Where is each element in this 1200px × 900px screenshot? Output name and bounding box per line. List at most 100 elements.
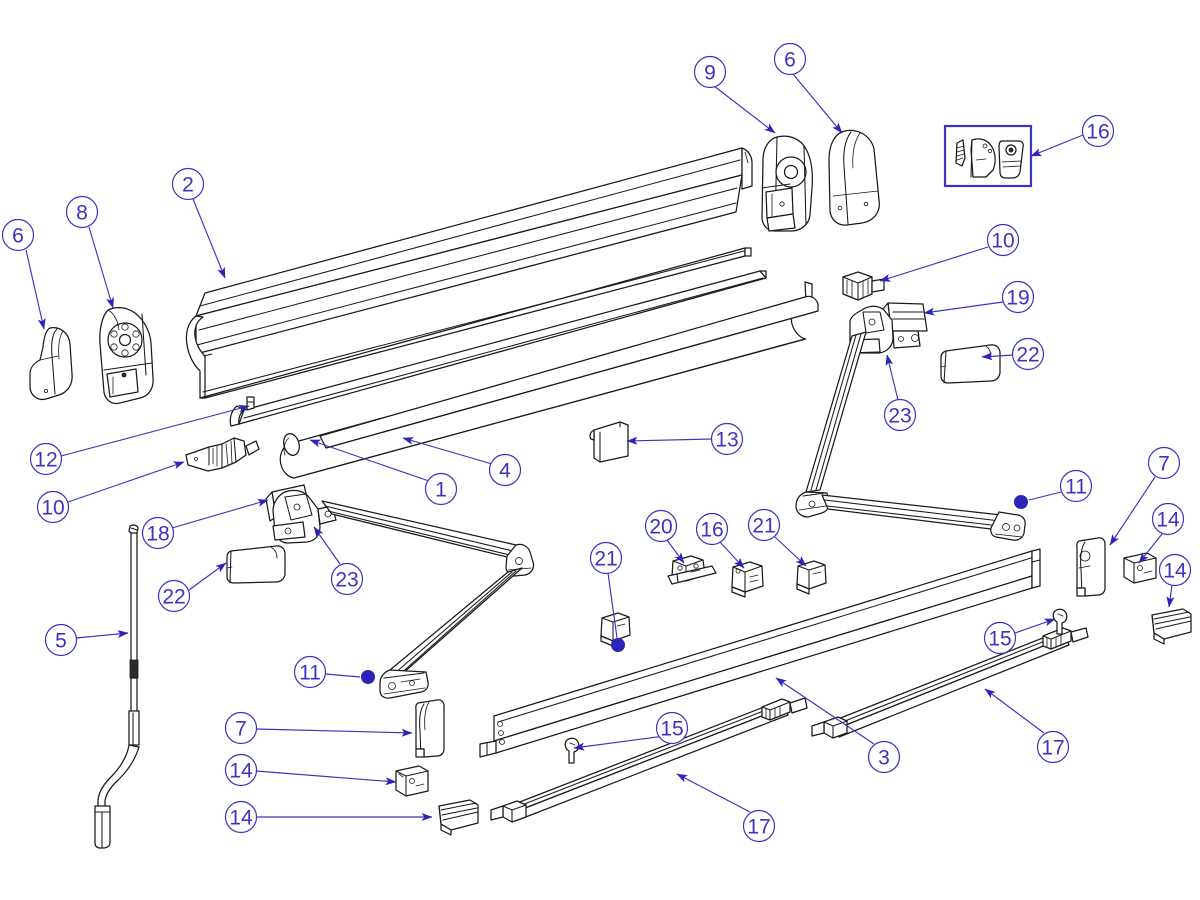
dot-21-low [611,638,625,652]
callout-14[interactable]: 14 [1158,553,1192,587]
callout-2[interactable]: 2 [171,167,205,201]
callout-21[interactable]: 21 [589,541,623,575]
callout-circle[interactable] [293,655,327,689]
callout-14[interactable]: 14 [224,753,258,787]
callout-circle[interactable] [330,562,364,596]
callout-circle[interactable] [1,218,35,252]
callout-11[interactable]: 11 [293,655,327,689]
callout-20[interactable]: 20 [644,509,678,543]
callout-number: 5 [55,630,67,653]
callout-21[interactable]: 21 [747,508,781,542]
part-20-wall-bracket [667,555,717,585]
part-23-right-arm-lower [821,494,1026,541]
callout-3[interactable]: 3 [867,740,901,774]
callout-17[interactable]: 17 [742,809,776,843]
callout-16[interactable]: 16 [695,512,729,546]
callout-10[interactable]: 10 [36,490,70,524]
callout-23[interactable]: 23 [330,562,364,596]
callout-circle[interactable] [1151,502,1185,536]
callout-15[interactable]: 15 [655,711,689,745]
leader-lines [25,73,1175,821]
callout-number: 7 [1158,453,1170,476]
callout-circle[interactable] [747,508,781,542]
callout-number: 14 [229,807,253,830]
callout-circle[interactable] [867,740,901,774]
callout-circle[interactable] [644,509,678,543]
callout-19[interactable]: 19 [1001,280,1035,314]
callout-11[interactable]: 11 [1059,469,1093,503]
part-7-left-bracket-cover [415,699,445,758]
callout-circle[interactable] [224,800,258,834]
callout-1[interactable]: 1 [424,472,458,506]
callout-6[interactable]: 6 [773,42,807,76]
callout-circle[interactable] [44,623,78,657]
callout-circle[interactable] [224,711,258,745]
callout-circle[interactable] [65,195,99,229]
callout-number: 9 [704,62,716,85]
callout-circle[interactable] [1059,469,1093,503]
part-16-group-box [943,124,1033,188]
callout-16[interactable]: 16 [1081,114,1115,148]
callout-circle[interactable] [488,453,522,487]
callout-circle[interactable] [589,541,623,575]
callout-number: 15 [660,718,683,741]
callout-7[interactable]: 7 [224,711,258,745]
callout-circle[interactable] [983,621,1017,655]
part-17-mid-rafter-arm [490,697,808,823]
callout-circle[interactable] [1158,553,1192,587]
callout-number: 13 [715,429,738,452]
callout-circle[interactable] [773,42,807,76]
callout-4[interactable]: 4 [488,453,522,487]
callout-circle[interactable] [693,55,727,89]
callout-9[interactable]: 9 [693,55,727,89]
part-16-mid-roof-clamp [731,561,764,598]
part-6-top-end-cap [828,129,880,226]
callout-number: 10 [41,497,64,520]
callout-17[interactable]: 17 [1036,730,1070,764]
callout-circle[interactable] [1036,730,1070,764]
callout-22[interactable]: 22 [1011,337,1045,371]
callout-14[interactable]: 14 [224,800,258,834]
callout-18[interactable]: 18 [141,516,175,550]
callout-circle[interactable] [1011,337,1045,371]
callout-circle[interactable] [695,512,729,546]
callout-circle[interactable] [171,167,205,201]
callout-circle[interactable] [986,223,1020,257]
callout-circle[interactable] [655,711,689,745]
callout-number: 7 [235,718,247,741]
callout-number: 15 [988,628,1011,651]
part-23-shoulder-joint-left [272,489,337,544]
callout-14[interactable]: 14 [1151,502,1185,536]
part-14-right-rail-insert [1151,608,1192,645]
callout-circle[interactable] [883,398,917,432]
callout-13[interactable]: 13 [710,422,744,456]
part-7-right-bracket-cover [1076,537,1106,597]
callout-5[interactable]: 5 [44,623,78,657]
callout-circle[interactable] [224,753,258,787]
callout-circle[interactable] [1001,280,1035,314]
callout-circle[interactable] [424,472,458,506]
callout-15[interactable]: 15 [983,621,1017,655]
callout-circle[interactable] [141,516,175,550]
callout-8[interactable]: 8 [65,195,99,229]
callout-circle[interactable] [742,809,776,843]
callout-circle[interactable] [1147,446,1181,480]
callout-circle[interactable] [1081,114,1115,148]
callout-circle[interactable] [710,422,744,456]
callout-circle[interactable] [29,442,63,476]
callout-number: 14 [229,760,253,783]
callout-circle[interactable] [157,579,191,613]
callout-12[interactable]: 12 [29,442,63,476]
callout-22[interactable]: 22 [157,579,191,613]
callout-7[interactable]: 7 [1147,446,1181,480]
callout-number: 10 [991,230,1014,253]
callout-23[interactable]: 23 [883,398,917,432]
callout-circle[interactable] [36,490,70,524]
part-23-left-arm-upper [321,500,535,577]
callout-10[interactable]: 10 [986,223,1020,257]
callout-6[interactable]: 6 [1,218,35,252]
part-22-left-cover-cap [226,545,286,584]
